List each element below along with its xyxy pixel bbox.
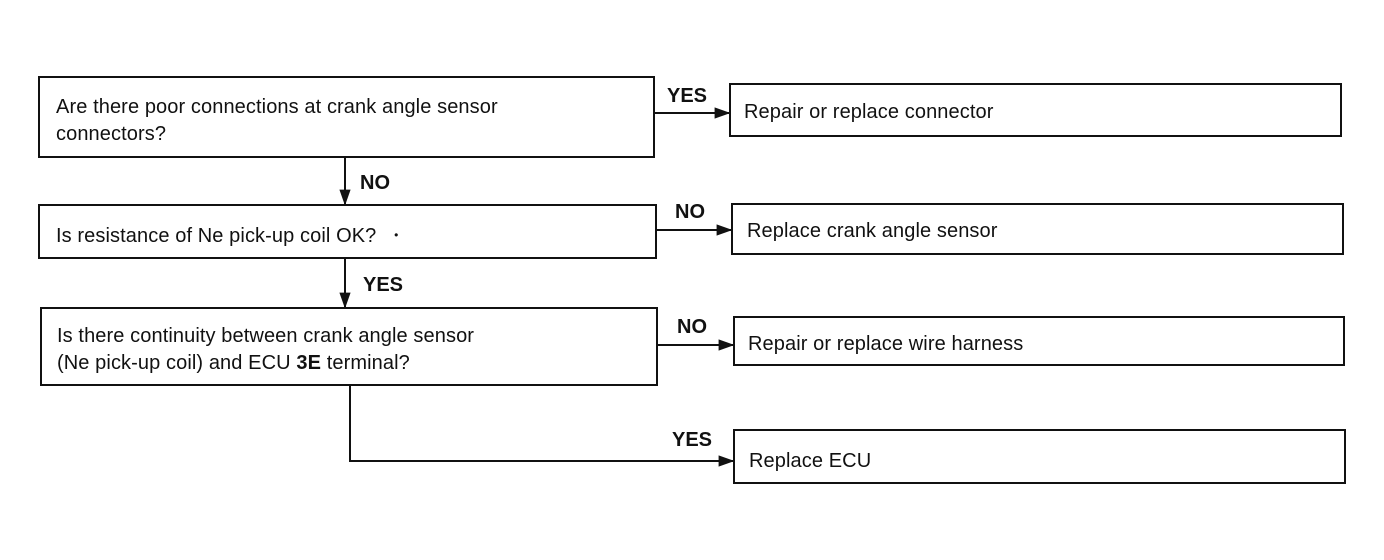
action-1-text: Repair or replace connector	[744, 101, 994, 123]
edge-label-q2-no: NO	[675, 201, 705, 223]
question-2-text: Is resistance of Ne pick-up coil OK?	[56, 225, 377, 247]
action-box-repair-harness: Repair or replace wire harness	[733, 316, 1345, 366]
action-box-replace-ecu: Replace ECU	[733, 429, 1346, 484]
action-4-text: Replace ECU	[749, 450, 872, 472]
edge-label-q1-yes: YES	[667, 85, 708, 107]
action-box-repair-connector: Repair or replace connector	[729, 83, 1342, 137]
terminal-3e-label: 3E	[296, 352, 322, 374]
action-2-text: Replace crank angle sensor	[747, 220, 998, 242]
edge-q3-a4	[349, 383, 735, 467]
edge-label-q3-no: NO	[677, 316, 707, 338]
question-3-line-1: Is there continuity between crank angle …	[57, 325, 475, 347]
question-box-connections: Are there poor connections at crank angl…	[38, 76, 655, 158]
edge-label-q1-no: NO	[360, 172, 390, 194]
action-box-replace-sensor: Replace crank angle sensor	[731, 203, 1344, 255]
edge-label-q2-yes: YES	[363, 274, 404, 296]
question-1-line-2: connectors?	[56, 123, 167, 145]
action-3-text: Repair or replace wire harness	[748, 333, 1024, 355]
question-3-line-2-post: terminal?	[321, 352, 410, 374]
question-box-resistance: Is resistance of Ne pick-up coil OK? •	[38, 204, 657, 259]
edge-label-q3-yes: YES	[672, 429, 713, 451]
question-box-continuity: Is there continuity between crank angle …	[40, 307, 658, 386]
question-2-mark: •	[394, 228, 399, 242]
question-1-line-1: Are there poor connections at crank angl…	[56, 96, 498, 118]
question-3-line-2-pre: (Ne pick-up coil) and ECU	[57, 352, 297, 374]
